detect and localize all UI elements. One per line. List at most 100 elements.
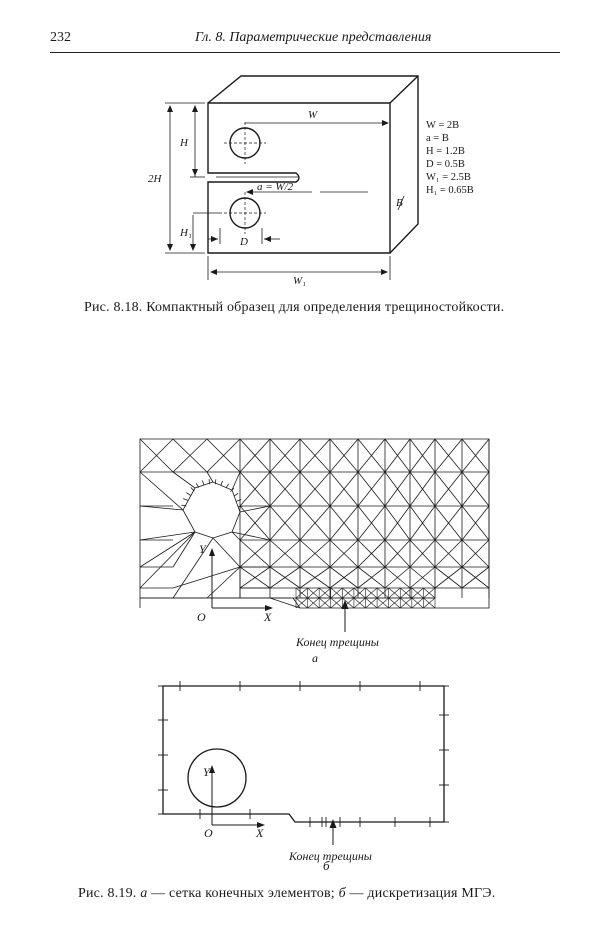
mesh-line (411, 587, 424, 599)
dim-w1-label: W₁ (293, 275, 306, 287)
dim-d-label: D (239, 236, 248, 248)
mesh-line (357, 471, 386, 507)
caption-label: Рис. 8.19. (78, 886, 137, 901)
origin-label: O (197, 610, 206, 624)
mesh-line (299, 438, 331, 473)
mesh-line (409, 438, 436, 473)
mesh-line (206, 438, 241, 473)
mesh-line (329, 566, 359, 589)
mesh-line (172, 471, 196, 489)
caption-a-letter: а (140, 886, 148, 901)
mesh-line (461, 471, 490, 507)
mesh-line (307, 587, 320, 599)
sub-figure-label-b: б (323, 858, 330, 873)
legend-line: W = 2B (426, 120, 459, 131)
origin-label: O (204, 826, 213, 840)
mesh-line (434, 505, 463, 541)
mesh-line (409, 471, 436, 507)
mesh-line (384, 471, 411, 507)
mesh-line (172, 438, 208, 473)
figure-8-19a: Y O X Конец трещины а (139, 438, 490, 665)
mesh-line (299, 505, 331, 541)
legend-line: D = 0.5B (426, 159, 465, 170)
caption-a-text: — сетка конечных элементов; (147, 886, 339, 901)
dim-a-label: a = W/2 (257, 181, 294, 193)
x-axis-label: X (263, 610, 272, 624)
mesh-line (400, 597, 413, 609)
mesh-line (269, 471, 301, 507)
mesh-line (269, 566, 301, 589)
mesh-line (329, 471, 359, 507)
header-rule (50, 52, 560, 53)
hole-node-tick (186, 492, 191, 496)
mesh-line (353, 587, 366, 599)
y-axis-arrow-icon (209, 765, 215, 773)
mesh-line (434, 471, 463, 507)
mesh-line (239, 539, 271, 568)
mesh-line (239, 438, 271, 473)
mesh-line (172, 531, 196, 568)
legend-line: a = B (426, 133, 449, 144)
mesh-line (231, 531, 271, 541)
mesh-line (330, 587, 343, 599)
legend-line: W₁ = 2.5B (426, 172, 471, 183)
mesh-line (239, 566, 271, 589)
mesh-line (434, 566, 463, 589)
mesh-line (376, 597, 389, 609)
y-axis-label: Y (203, 765, 211, 779)
mesh-line (400, 587, 413, 599)
mesh-line (206, 471, 214, 483)
page-number: 232 (50, 30, 71, 45)
mesh-line (329, 539, 359, 568)
mesh-line (423, 587, 436, 599)
hole-node-tick (195, 483, 200, 488)
block-corner-edge (389, 75, 419, 104)
crack-tip-label: Конец трещины (288, 849, 372, 863)
hole-node-tick (183, 498, 188, 501)
hole-node-tick (214, 479, 217, 485)
mesh-line (139, 471, 184, 511)
finite-element-mesh (139, 438, 490, 609)
crack-tip-arrow-icon (329, 819, 337, 828)
mesh-line (172, 537, 214, 599)
mesh-line (376, 587, 389, 599)
dimension-legend: W = 2B a = B H = 1.2B D = 0.5B W₁ = 2.5B… (426, 120, 474, 196)
mesh-line (357, 566, 386, 589)
mesh-line (365, 587, 378, 599)
hole-node-tick (190, 487, 195, 492)
block-front-face (207, 102, 391, 254)
mesh-line (434, 438, 463, 473)
mesh-line (318, 597, 331, 609)
hole-node-tick (233, 493, 239, 497)
mesh-line (365, 597, 378, 609)
legend-line: H₁ = 0.65B (426, 185, 474, 196)
dim-h-label: H (179, 137, 189, 149)
mesh-line (384, 539, 411, 568)
mesh-line (329, 438, 359, 473)
figure-8-19-caption: Рис. 8.19. а — сетка конечных элементов;… (78, 886, 495, 902)
hole-node-tick (220, 480, 223, 486)
mesh-line (269, 505, 301, 541)
mesh-line (342, 587, 355, 599)
crack-tip-arrow-icon (341, 600, 349, 609)
x-axis-arrow-icon (265, 605, 273, 611)
mesh-line (239, 471, 271, 507)
bem-node-tick (193, 795, 200, 802)
legend-line: H = 1.2B (426, 146, 465, 157)
mesh-line (330, 597, 343, 609)
mesh-line (423, 597, 436, 609)
bem-node-tick (234, 795, 241, 802)
figure-8-18-caption: Рис. 8.18. Компактный образец для опреде… (84, 300, 504, 316)
x-axis-arrow-icon (257, 822, 265, 828)
mesh-line (329, 505, 359, 541)
mesh-line (139, 505, 184, 511)
mesh-line (461, 539, 490, 568)
dim-2h-label: 2H (148, 173, 163, 185)
mesh-line (409, 566, 436, 589)
caption-b-text: — дискретизация МГЭ. (345, 886, 496, 901)
mesh-line (384, 505, 411, 541)
caption-b-letter: б (338, 886, 346, 901)
bem-boundary (162, 685, 445, 823)
mesh-line (299, 471, 331, 507)
hole-node-tick (225, 483, 229, 489)
